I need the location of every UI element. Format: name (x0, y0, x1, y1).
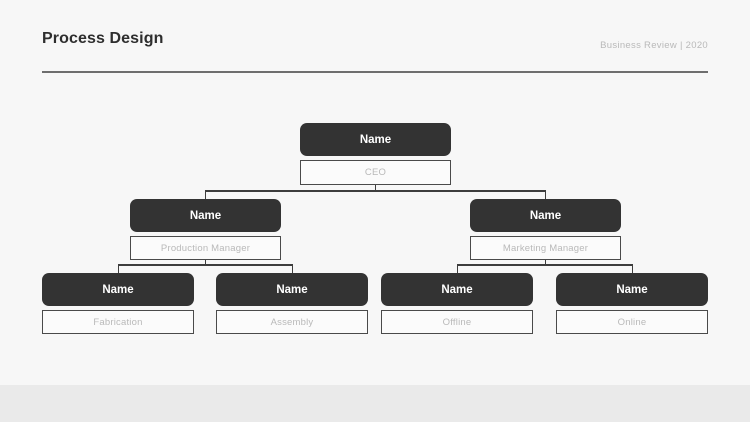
connector-right-leaf-bus (457, 264, 632, 266)
org-node-production-manager[interactable]: Name Production Manager (130, 199, 281, 260)
header-meta-label: Business Review | 2020 (600, 40, 708, 51)
connector-drop-fabrication (117, 264, 119, 274)
connector-marketing-stem (544, 260, 546, 265)
org-node-offline[interactable]: Name Offline (381, 273, 533, 334)
org-node-marketing-manager-role: Marketing Manager (470, 236, 621, 260)
org-node-marketing-manager[interactable]: Name Marketing Manager (470, 199, 621, 260)
org-node-production-manager-name: Name (130, 199, 281, 232)
org-node-fabrication[interactable]: Name Fabrication (42, 273, 194, 334)
connector-level2-bus (205, 190, 545, 192)
org-node-fabrication-name: Name (42, 273, 194, 306)
org-node-ceo-role: CEO (300, 160, 451, 185)
org-node-marketing-manager-name: Name (470, 199, 621, 232)
org-node-offline-name: Name (381, 273, 533, 306)
org-node-offline-role: Offline (381, 310, 533, 334)
header-divider (42, 71, 708, 73)
org-node-production-manager-role: Production Manager (130, 236, 281, 260)
connector-left-leaf-bus (118, 264, 292, 266)
connector-drop-offline (456, 264, 458, 274)
org-node-assembly[interactable]: Name Assembly (216, 273, 368, 334)
page-header: Process Design Business Review | 2020 (42, 28, 708, 74)
connector-drop-marketing (544, 190, 546, 200)
org-node-assembly-name: Name (216, 273, 368, 306)
connector-drop-assembly (291, 264, 293, 274)
org-node-ceo-name: Name (300, 123, 451, 156)
connector-drop-online (631, 264, 633, 274)
connector-root-stem (374, 185, 376, 191)
org-node-fabrication-role: Fabrication (42, 310, 194, 334)
connector-production-stem (204, 260, 206, 265)
footer-band (0, 385, 750, 422)
org-node-assembly-role: Assembly (216, 310, 368, 334)
org-node-online-role: Online (556, 310, 708, 334)
page-title: Process Design (42, 30, 164, 47)
org-node-online[interactable]: Name Online (556, 273, 708, 334)
org-node-online-name: Name (556, 273, 708, 306)
connector-drop-production (204, 190, 206, 200)
org-node-ceo[interactable]: Name CEO (300, 123, 451, 185)
